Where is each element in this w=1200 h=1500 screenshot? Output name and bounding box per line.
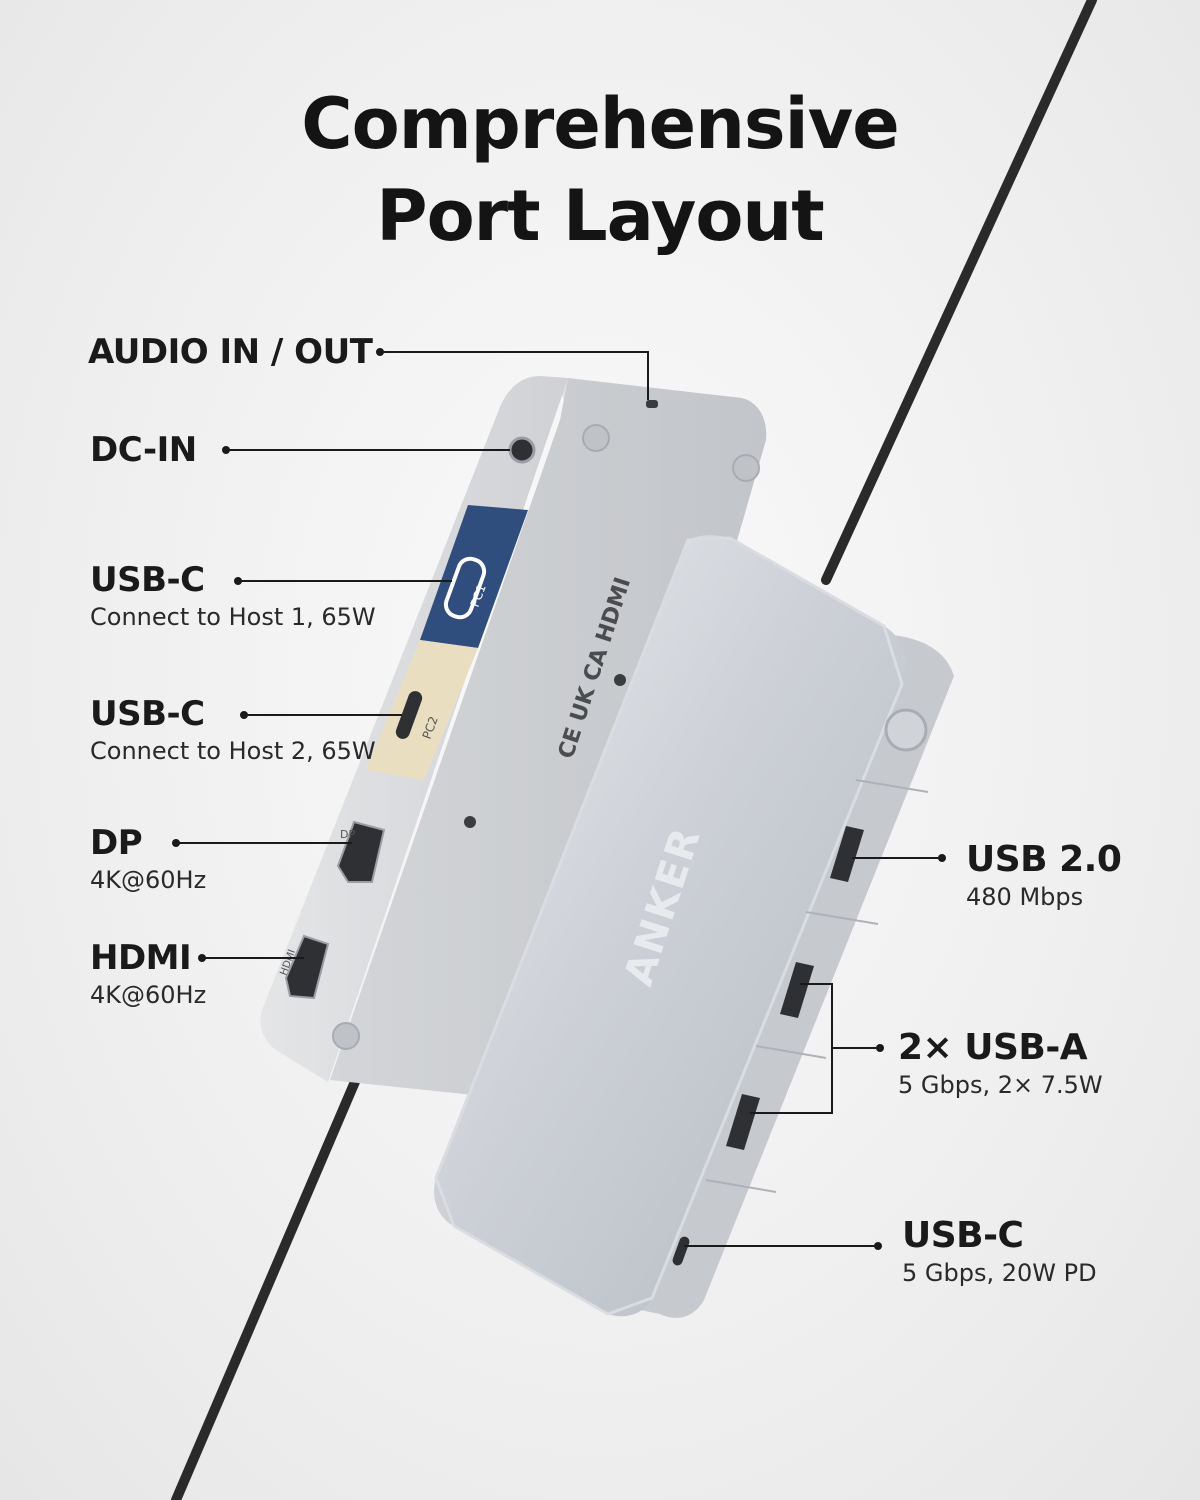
screw xyxy=(332,1022,360,1050)
usb-c-front-port xyxy=(672,1236,690,1266)
lower-cable xyxy=(171,1065,365,1500)
back-dock: PC1 PC2 DP HDMI CE UK CA HDMI xyxy=(260,376,767,1104)
callout-usbc-front-desc: 5 Gbps, 20W PD xyxy=(902,1259,1097,1287)
upper-cable xyxy=(821,0,1097,585)
dp-marking: DP xyxy=(340,828,355,841)
callout-usba-desc: 5 Gbps, 2× 7.5W xyxy=(898,1071,1103,1099)
usb-a-port-1 xyxy=(780,962,814,1018)
front-dock: ANKER xyxy=(434,535,954,1318)
callout-audio: AUDIO IN / OUT xyxy=(88,332,373,372)
dc-in-port xyxy=(508,436,536,464)
callout-usb20: USB 2.0 480 Mbps xyxy=(966,839,1122,912)
callout-usb20-name: USB 2.0 xyxy=(966,839,1122,880)
cables xyxy=(171,0,1097,1500)
callout-dp-name: DP xyxy=(90,823,143,863)
callout-dp: DP 4K@60Hz xyxy=(90,823,206,895)
screw-hole xyxy=(614,674,626,686)
usb-a-port-2 xyxy=(726,1094,760,1150)
side-segment xyxy=(705,1179,777,1193)
side-segment xyxy=(755,1045,827,1059)
callout-usba-name: 2× USB-A xyxy=(898,1027,1088,1068)
callout-dcin: DC-IN xyxy=(90,430,197,470)
page-title: Comprehensive Port Layout xyxy=(0,78,1200,262)
pc2-panel xyxy=(366,640,478,780)
side-segment xyxy=(855,779,929,793)
callout-usbc-front: USB-C 5 Gbps, 20W PD xyxy=(902,1216,1097,1288)
leader-lines xyxy=(172,348,946,1250)
callout-usbc-front-name: USB-C xyxy=(902,1215,1024,1256)
callout-usb20-desc: 480 Mbps xyxy=(966,883,1084,911)
screw xyxy=(732,454,760,482)
back-dock-body xyxy=(330,378,767,1104)
callout-audio-name: AUDIO IN / OUT xyxy=(88,332,373,372)
callout-dp-desc: 4K@60Hz xyxy=(90,866,207,894)
callout-usbc2-name: USB-C xyxy=(90,694,205,734)
callout-hdmi: HDMI 4K@60Hz xyxy=(90,938,206,1010)
callout-usbc1-name: USB-C xyxy=(90,560,205,600)
usb-2-0-port xyxy=(830,826,864,882)
title-line-2: Port Layout xyxy=(376,175,824,257)
callout-usba: 2× USB-A 5 Gbps, 2× 7.5W xyxy=(898,1028,1103,1100)
callout-dcin-name: DC-IN xyxy=(90,430,197,470)
line-audio xyxy=(380,351,649,400)
callout-hdmi-desc: 4K@60Hz xyxy=(90,981,207,1009)
front-dock-bezel xyxy=(434,536,904,1316)
callout-hdmi-name: HDMI xyxy=(90,938,192,978)
screw-hole xyxy=(464,816,476,828)
title-line-1: Comprehensive xyxy=(301,83,899,165)
callout-usbc1: USB-C Connect to Host 1, 65W xyxy=(90,560,376,632)
front-dock-top xyxy=(434,535,906,1317)
screw xyxy=(582,424,610,452)
dp-port xyxy=(336,820,386,883)
pc1-usb-c-port xyxy=(443,556,487,620)
callout-usbc1-desc: Connect to Host 1, 65W xyxy=(90,603,376,631)
pc2-usb-c-port xyxy=(395,691,423,739)
power-button xyxy=(884,708,928,752)
hdmi-port xyxy=(284,934,330,1000)
callout-usbc2-desc: Connect to Host 2, 65W xyxy=(90,737,376,765)
audio-jack xyxy=(646,400,658,408)
callout-usbc2: USB-C Connect to Host 2, 65W xyxy=(90,694,376,766)
side-segment xyxy=(805,911,879,925)
